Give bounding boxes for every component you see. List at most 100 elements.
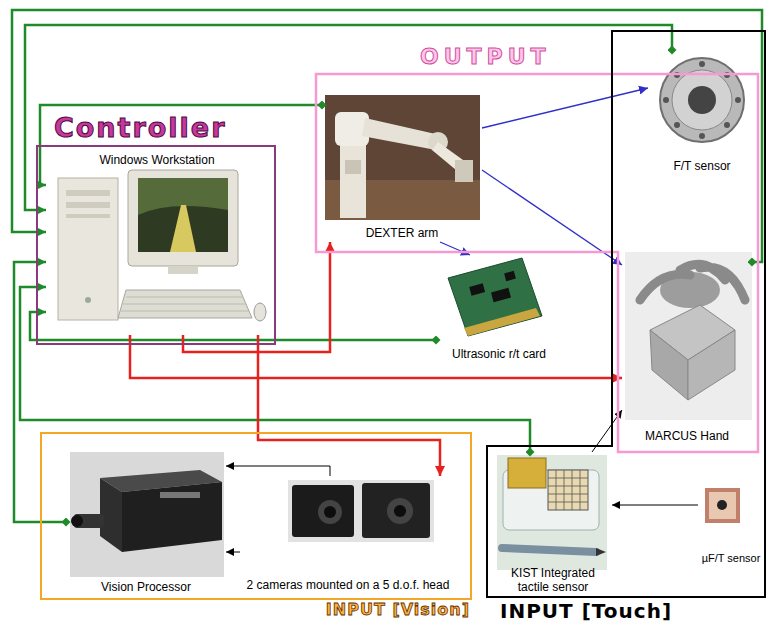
- ft-sensor-illustration: [660, 58, 744, 142]
- region-heading: OUTPUT: [420, 45, 551, 69]
- vision-processor-illustration: [70, 452, 224, 577]
- ft-sensor-illustration: [699, 61, 705, 67]
- cameras-illustration: [288, 480, 434, 542]
- vision-processor-illustration: [160, 492, 200, 498]
- workstation-illustration: [58, 178, 118, 320]
- node-label: KIST Integrated tactile sensor: [497, 566, 609, 594]
- vision-processor-illustration: [122, 482, 222, 552]
- dexter-arm-illustration: [340, 140, 366, 218]
- ft-sensor-illustration: [735, 97, 741, 103]
- kist-sensor-illustration: [596, 548, 606, 556]
- region-heading: INPUT [Vision]: [326, 601, 470, 619]
- workstation-illustration: [254, 303, 266, 321]
- kist-sensor-illustration: [508, 458, 546, 488]
- ft-sensor-illustration: [660, 58, 744, 142]
- workstation-illustration: [66, 190, 110, 196]
- connector: [12, 10, 762, 262]
- workstation-illustration: [66, 214, 110, 218]
- micro-ft-sensor-illustration: [709, 492, 736, 519]
- ft-sensor-illustration: [663, 97, 669, 103]
- cameras-illustration: [394, 505, 406, 517]
- ft-sensor-illustration: [674, 72, 680, 78]
- dexter-arm-illustration: [362, 118, 440, 150]
- sensor-box: KIST Integrated tactile sensor: [494, 452, 612, 596]
- workstation-illustration: [128, 170, 238, 266]
- ft-sensor-illustration: [674, 122, 680, 128]
- node-label: Windows Workstation: [99, 153, 214, 167]
- workstation-illustration: [118, 290, 252, 318]
- connector: [226, 466, 330, 476]
- connector: [482, 170, 622, 265]
- touch-input-region: INPUT [Touch]F/T sensorKIST Integrated t…: [486, 30, 766, 598]
- connector: [226, 552, 240, 553]
- cameras-illustration: [318, 500, 342, 524]
- ultrasonic-card-illustration: [448, 258, 542, 336]
- marcus-hand-illustration: [640, 264, 745, 300]
- ft-sensor-illustration: [688, 86, 716, 114]
- node-label: MARCUS Hand: [645, 429, 729, 443]
- workstation-illustration: [168, 266, 198, 274]
- cameras-illustration: [362, 483, 430, 538]
- connector: [612, 505, 698, 506]
- node-label: Ultrasonic r/t card: [452, 347, 546, 361]
- ultrasonic-card-illustration: [469, 283, 485, 295]
- micro-ft-sensor-illustration: [705, 488, 740, 523]
- dexter-arm-illustration: [325, 95, 480, 220]
- marcus-hand-illustration: [688, 330, 735, 400]
- vision-processor-illustration: [100, 478, 122, 552]
- connector: [25, 25, 672, 210]
- sensor-box: F/T sensor: [648, 50, 756, 175]
- workstation-box: Windows Workstation: [46, 150, 268, 335]
- kist-sensor-illustration: [502, 548, 596, 552]
- connector: [183, 242, 330, 352]
- sensor-box: µF/T sensor: [698, 485, 764, 567]
- card-box: Ultrasonic r/t card: [436, 255, 562, 363]
- workstation-illustration: [120, 297, 249, 311]
- micro-ft-sensor-illustration: [705, 488, 740, 523]
- ft-sensor-illustration: [699, 133, 705, 139]
- workstation-illustration: [138, 178, 228, 252]
- node-label: Vision Processor: [101, 580, 191, 594]
- ultrasonic-card-illustration: [504, 271, 516, 281]
- kist-sensor-illustration: [497, 455, 607, 570]
- kist-sensor-illustration: [548, 470, 588, 510]
- node-label: DEXTER arm: [366, 226, 439, 240]
- controller-region: ControllerWindows Workstation: [36, 145, 276, 345]
- connector: [440, 242, 470, 255]
- ultrasonic-card-illustration: [464, 308, 540, 336]
- dexter-arm-illustration: [345, 160, 361, 174]
- processor-box: Vision Processor: [66, 450, 226, 596]
- dexter-arm-illustration: [325, 95, 480, 220]
- ft-sensor-illustration: [724, 122, 730, 128]
- vision-processor-illustration: [70, 452, 224, 577]
- output-region: OUTPUTDEXTER armMARCUS Hand: [314, 72, 760, 454]
- node-label: F/T sensor: [673, 159, 730, 173]
- region-heading: INPUT [Touch]: [500, 600, 672, 622]
- dexter-arm-illustration: [455, 160, 473, 182]
- cameras-illustration: [324, 506, 336, 518]
- vision-input-region: INPUT [Vision]Vision Processor2 cameras …: [40, 432, 472, 600]
- ft-sensor-illustration: [672, 70, 732, 130]
- kist-sensor-illustration: [548, 470, 588, 510]
- kist-sensor-illustration: [497, 455, 607, 570]
- ultrasonic-card-illustration: [491, 288, 511, 302]
- region-outline: [314, 72, 760, 454]
- connector: [482, 88, 648, 128]
- ultrasonic-card-illustration: [448, 258, 542, 336]
- vision-processor-illustration: [71, 515, 83, 527]
- connector: [258, 335, 440, 476]
- marcus-hand-illustration: [650, 330, 688, 400]
- marcus-hand-illustration: [625, 252, 752, 420]
- workstation-illustration: [170, 205, 196, 252]
- ft-sensor-illustration: [724, 72, 730, 78]
- cameras-illustration: [288, 480, 434, 542]
- cameras-illustration: [292, 485, 354, 537]
- workstation-illustration: [85, 297, 91, 303]
- workstation-illustration: [58, 170, 266, 321]
- micro-ft-sensor-illustration: [717, 500, 727, 510]
- robot-hand-box: MARCUS Hand: [622, 250, 752, 445]
- connector: [30, 312, 436, 340]
